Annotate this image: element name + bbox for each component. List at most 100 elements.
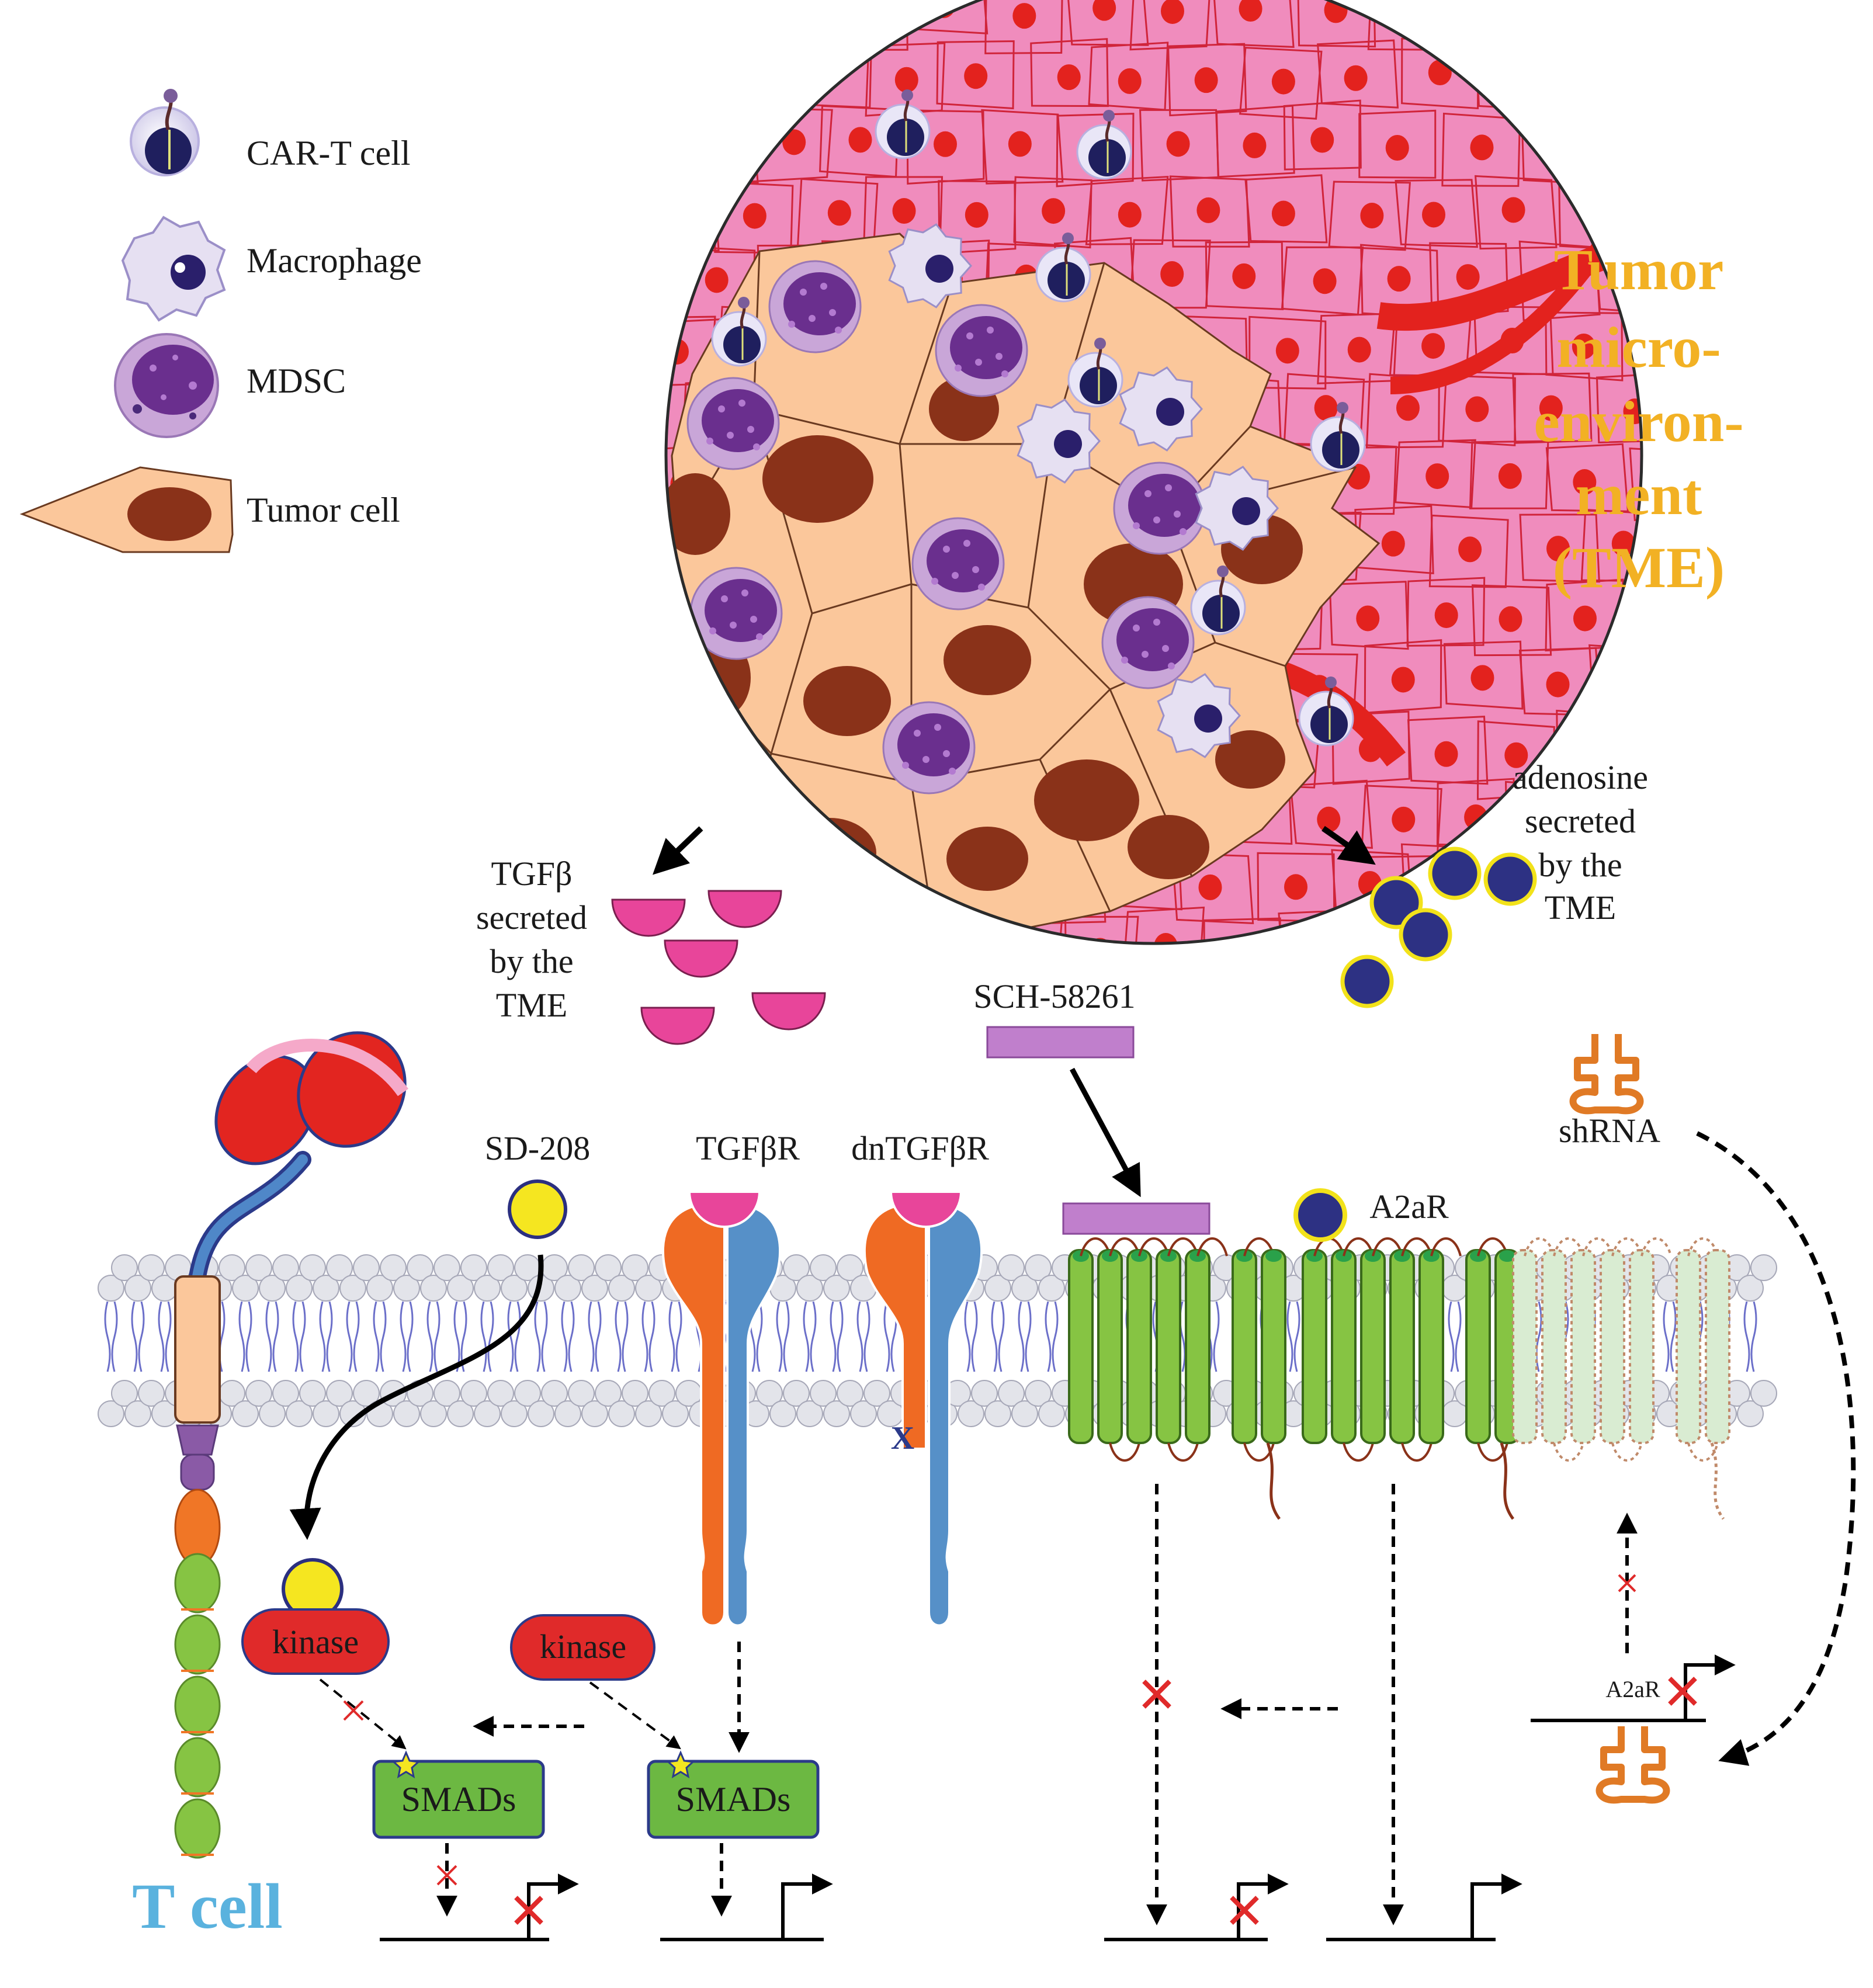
lipid-head [984, 1275, 1011, 1302]
tissue-nucleus [786, 938, 810, 943]
tissue-nucleus [1313, 268, 1337, 294]
tissue-nucleus [1381, 530, 1405, 557]
lipid-head [528, 1400, 554, 1427]
tissue-nucleus [1573, 605, 1597, 632]
tme-title: Tumor micro- environ- ment (TME) [1534, 237, 1743, 600]
tissue-nucleus [1660, 204, 1683, 230]
lipid-tail [1743, 1301, 1750, 1372]
tissue-nucleus [1501, 61, 1525, 88]
car-t-cell-icon [875, 89, 931, 159]
lipid-head [1038, 1275, 1065, 1302]
tissue-nucleus [894, 67, 918, 93]
tissue-nucleus [1230, 941, 1254, 943]
lipid-tail [138, 1301, 145, 1372]
tissue-cell [1407, 716, 1489, 785]
tissue-cell [1065, 0, 1149, 46]
tme-title-line-1: Tumor [1554, 237, 1724, 302]
tissue-cell [1594, 247, 1642, 316]
lipid-head [487, 1254, 514, 1281]
tissue-nucleus [1499, 606, 1522, 632]
mdsc-icon [935, 304, 1028, 397]
lipid-tail [641, 1301, 648, 1372]
tissue-nucleus [696, 800, 720, 827]
smads-1: SMADs [372, 1750, 545, 1839]
lipid-head [635, 1400, 662, 1427]
tme-title-line-3: environ- [1534, 389, 1743, 454]
tissue-nucleus [634, 0, 657, 24]
gene-promoters [380, 1654, 1736, 1941]
a2ar-receptor-blocked [1068, 1237, 1286, 1520]
transmembrane-helix [1418, 1249, 1444, 1444]
intracellular-loop [1343, 1442, 1374, 1462]
lipid-tail [319, 1301, 326, 1372]
tissue-cell [666, 39, 727, 115]
signaling-arrows [319, 1484, 1638, 1925]
extracellular-loop [1582, 1237, 1614, 1257]
smads-2: SMADs [647, 1750, 820, 1839]
car-t-cell-icon [1190, 565, 1246, 636]
mdsc-icon [686, 377, 780, 470]
lipid-head [554, 1400, 581, 1427]
lipid-head [783, 1380, 810, 1407]
kinase-sd208-bound: kinase [241, 1558, 390, 1675]
tissue-nucleus [1092, 0, 1116, 21]
lipid-head [474, 1275, 501, 1302]
tissue-cell [1438, 374, 1516, 446]
tissue-cell [1474, 175, 1558, 250]
lipid-tail [964, 1301, 971, 1372]
tissue-nucleus [1243, 132, 1267, 158]
tissue-nucleus [1057, 64, 1081, 91]
tissue-nucleus [1314, 395, 1338, 421]
tgfb-ligand-icon [707, 890, 782, 928]
lipid-head [998, 1254, 1025, 1281]
tissue-cell [1317, 39, 1399, 109]
tissue-cell [1469, 440, 1549, 509]
lipid-head [863, 1380, 890, 1407]
tissue-nucleus [1546, 671, 1570, 698]
tissue-cell [666, 709, 729, 779]
lipid-tail [1750, 1301, 1757, 1372]
lipid-head [286, 1400, 313, 1427]
inhibition-x-icon [1230, 1896, 1259, 1925]
tissue-cell [1595, 372, 1642, 444]
tissue-nucleus [1456, 264, 1480, 290]
tissue-nucleus [1465, 396, 1489, 422]
intracellular-loop [1611, 1442, 1643, 1462]
transmembrane-helix [1705, 1249, 1730, 1444]
lipid-head [339, 1275, 366, 1302]
lipid-tail [668, 1301, 675, 1372]
tissue-cell [1517, 920, 1595, 943]
lipid-head [608, 1275, 635, 1302]
tissue-cell [1239, 47, 1323, 120]
lipid-tail [380, 1301, 387, 1372]
lipid-head [433, 1254, 460, 1281]
legend-macrophage-label: Macrophage [247, 241, 422, 280]
lipid-tail [1286, 1301, 1293, 1372]
lipid-tail [856, 1301, 863, 1372]
lipid-head [622, 1254, 648, 1281]
tgfb-ligands [611, 890, 826, 1045]
legend-car-t-label: CAR-T cell [247, 134, 411, 172]
smads-label-1: SMADs [401, 1780, 516, 1819]
inhibition-x-icon [1668, 1677, 1697, 1706]
tissue-cell [1662, 106, 1741, 176]
lipid-head [622, 1380, 648, 1407]
adenosine-molecule [1428, 846, 1482, 900]
car-t-cell-icon [575, 437, 629, 506]
tissue-nucleus [1467, 943, 1490, 969]
tissue-nucleus [1422, 202, 1446, 228]
gene-promoter-icon [527, 1873, 579, 1940]
shrna-icon [1569, 1034, 1644, 1115]
tissue-nucleus [1284, 874, 1308, 900]
tissue-nucleus [1015, 936, 1039, 943]
tissue-nucleus [1464, 804, 1488, 830]
svg-text:TGFβR: TGFβR [696, 1129, 800, 1167]
car-t-cell-icon [1298, 676, 1354, 747]
tissue-nucleus [1434, 602, 1458, 629]
tissue-nucleus [1317, 806, 1341, 832]
sch-molecule [986, 1026, 1135, 1059]
inhibition-x-icon [1618, 1574, 1636, 1593]
lipid-head [648, 1380, 675, 1407]
tissue-nucleus [1421, 333, 1445, 359]
lipid-tail [238, 1301, 245, 1372]
